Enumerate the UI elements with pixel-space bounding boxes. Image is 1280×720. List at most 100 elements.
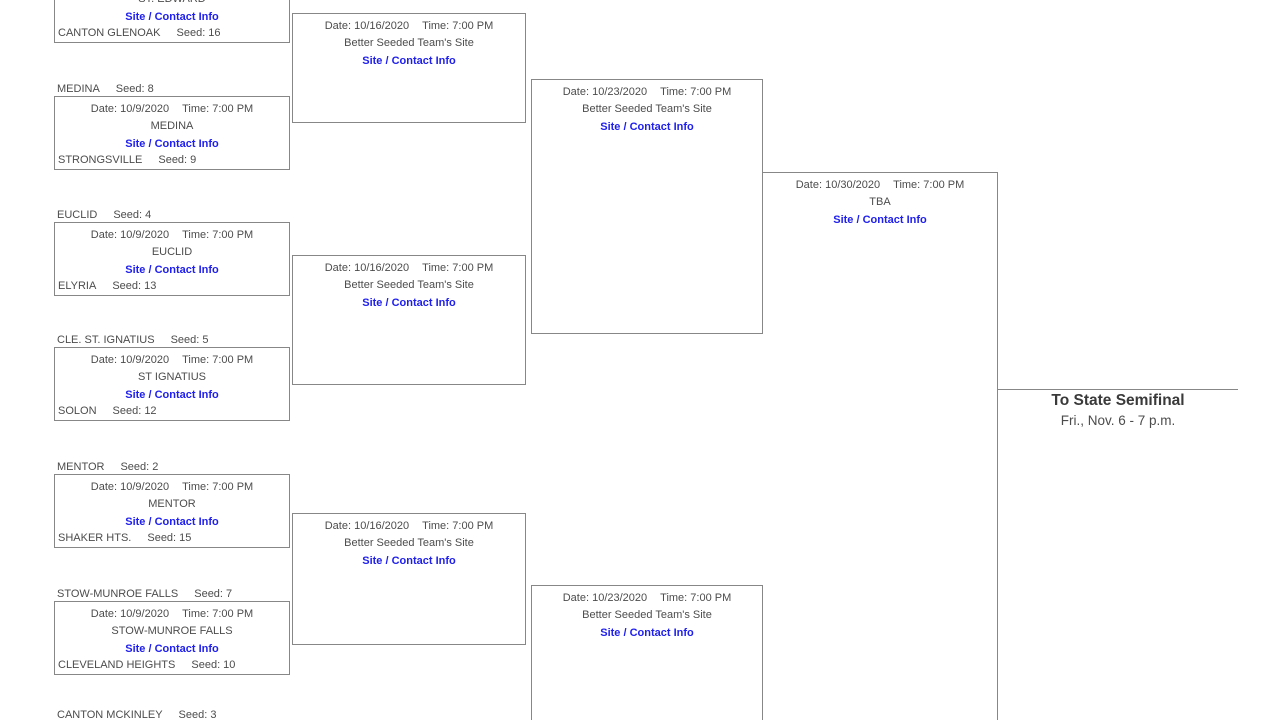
- site-contact-link[interactable]: Site / Contact Info: [600, 121, 694, 133]
- game-date: Date: 10/9/2020: [90, 354, 170, 366]
- team-seed: Seed: 7: [194, 588, 233, 600]
- advance-title: To State Semifinal: [1051, 392, 1185, 409]
- game-datetime: Date: 10/23/2020 Time: 7:00 PM: [532, 86, 762, 98]
- team-seed: Seed: 16: [176, 27, 221, 39]
- team-seed: Seed: 15: [147, 532, 192, 544]
- game-time: Time: 7:00 PM: [422, 20, 494, 32]
- advance-subtitle: Fri., Nov. 6 - 7 p.m.: [1060, 413, 1176, 428]
- team-seed: Seed: 10: [191, 659, 236, 671]
- team-name: ELYRIA: [58, 280, 97, 292]
- site-contact-link[interactable]: Site / Contact Info: [125, 11, 219, 23]
- game-time: Time: 7:00 PM: [182, 354, 254, 366]
- game-time: Time: 7:00 PM: [660, 86, 732, 98]
- game-datetime: Date: 10/9/2020 Time: 7:00 PM: [55, 103, 289, 115]
- round1-game1-box: ST. EDWARD Site / Contact Info CANTON GL…: [54, 0, 290, 43]
- game-datetime: Date: 10/9/2020 Time: 7:00 PM: [55, 354, 289, 366]
- game-time: Time: 7:00 PM: [182, 481, 254, 493]
- team-seed: Seed: 12: [112, 405, 157, 417]
- final-game-box: Date: 10/30/2020 Time: 7:00 PM TBA Site /…: [763, 172, 998, 720]
- game-venue: TBA: [869, 196, 891, 208]
- team-seed: Seed: 5: [170, 334, 209, 346]
- site-contact-link[interactable]: Site / Contact Info: [362, 555, 456, 567]
- game-venue: Better Seeded Team's Site: [582, 103, 712, 115]
- game-date: Date: 10/9/2020: [90, 481, 170, 493]
- round1-game5-box: MENTOR Seed: 2 Date: 10/9/2020 Time: 7:00 …: [54, 461, 290, 548]
- site-contact-link[interactable]: Site / Contact Info: [362, 297, 456, 309]
- game-datetime: Date: 10/16/2020 Time: 7:00 PM: [293, 262, 525, 274]
- team-name: CLE. ST. IGNATIUS: [57, 334, 155, 346]
- round1-game6-box: STOW-MUNROE FALLS Seed: 7 Date: 10/9/2020…: [54, 588, 290, 675]
- game-datetime: Date: 10/16/2020 Time: 7:00 PM: [293, 20, 525, 32]
- game-date: Date: 10/16/2020: [324, 20, 410, 32]
- team-label: MENTOR Seed: 2: [57, 461, 158, 473]
- game-time: Time: 7:00 PM: [182, 229, 254, 241]
- game-date: Date: 10/23/2020: [562, 592, 648, 604]
- game-datetime: Date: 10/9/2020 Time: 7:00 PM: [55, 481, 289, 493]
- game-time: Time: 7:00 PM: [182, 103, 254, 115]
- team-label: CLE. ST. IGNATIUS Seed: 5: [57, 334, 209, 346]
- game-datetime: Date: 10/9/2020 Time: 7:00 PM: [55, 608, 289, 620]
- round2-game2-box: Date: 10/16/2020 Time: 7:00 PM Better See…: [292, 255, 526, 385]
- game-date: Date: 10/9/2020: [90, 229, 170, 241]
- game-winner: ST. EDWARD: [55, 0, 289, 5]
- round1-game4-box: CLE. ST. IGNATIUS Seed: 5 Date: 10/9/2020…: [54, 334, 290, 421]
- site-contact-link[interactable]: Site / Contact Info: [125, 516, 219, 528]
- team-name: MEDINA: [57, 83, 100, 95]
- round2-game1-box: Date: 10/16/2020 Time: 7:00 PM Better See…: [292, 13, 526, 123]
- site-contact-link[interactable]: Site / Contact Info: [125, 138, 219, 150]
- team-name: SOLON: [58, 405, 97, 417]
- team-name: CLEVELAND HEIGHTS: [58, 659, 176, 671]
- game-venue: Better Seeded Team's Site: [582, 609, 712, 621]
- site-contact-link[interactable]: Site / Contact Info: [125, 264, 219, 276]
- team-name: SHAKER HTS.: [58, 532, 132, 544]
- game-date: Date: 10/9/2020: [90, 103, 170, 115]
- team-name: MENTOR: [57, 461, 105, 473]
- team-label: SOLON Seed: 12: [58, 405, 157, 417]
- site-contact-link[interactable]: Site / Contact Info: [833, 214, 927, 226]
- game-winner: ST IGNATIUS: [137, 371, 207, 383]
- game-datetime: Date: 10/30/2020 Time: 7:00 PM: [763, 179, 997, 191]
- game-date: Date: 10/30/2020: [795, 179, 881, 191]
- team-label: MEDINA Seed: 8: [57, 83, 154, 95]
- game-time: Time: 7:00 PM: [182, 608, 254, 620]
- team-label: CLEVELAND HEIGHTS Seed: 10: [58, 659, 235, 671]
- site-contact-link[interactable]: Site / Contact Info: [125, 389, 219, 401]
- game-venue: Better Seeded Team's Site: [344, 537, 474, 549]
- game-time: Time: 7:00 PM: [422, 262, 494, 274]
- site-contact-link[interactable]: Site / Contact Info: [600, 627, 694, 639]
- game-venue: Better Seeded Team's Site: [344, 37, 474, 49]
- game-winner: MEDINA: [150, 120, 194, 132]
- game-date: Date: 10/16/2020: [324, 520, 410, 532]
- game-datetime: Date: 10/9/2020 Time: 7:00 PM: [55, 229, 289, 241]
- team-label: STOW-MUNROE FALLS Seed: 7: [57, 588, 232, 600]
- team-seed: Seed: 8: [115, 83, 154, 95]
- round3-game1-box: Date: 10/23/2020 Time: 7:00 PM Better See…: [531, 79, 763, 334]
- team-label: SHAKER HTS. Seed: 15: [58, 532, 191, 544]
- game-time: Time: 7:00 PM: [893, 179, 965, 191]
- team-seed: Seed: 2: [120, 461, 159, 473]
- advance-line: [998, 389, 1238, 390]
- site-contact-link[interactable]: Site / Contact Info: [362, 55, 456, 67]
- team-seed: Seed: 9: [158, 154, 197, 166]
- team-seed: Seed: 4: [113, 209, 152, 221]
- game-date: Date: 10/9/2020: [90, 608, 170, 620]
- game-date: Date: 10/16/2020: [324, 262, 410, 274]
- game-venue: Better Seeded Team's Site: [344, 279, 474, 291]
- game-winner: EUCLID: [151, 246, 193, 258]
- team-label: STRONGSVILLE Seed: 9: [58, 154, 196, 166]
- game-date: Date: 10/23/2020: [562, 86, 648, 98]
- team-name: STRONGSVILLE: [58, 154, 143, 166]
- team-seed: Seed: 3: [178, 709, 217, 720]
- site-contact-link[interactable]: Site / Contact Info: [125, 643, 219, 655]
- team-name: STOW-MUNROE FALLS: [57, 588, 179, 600]
